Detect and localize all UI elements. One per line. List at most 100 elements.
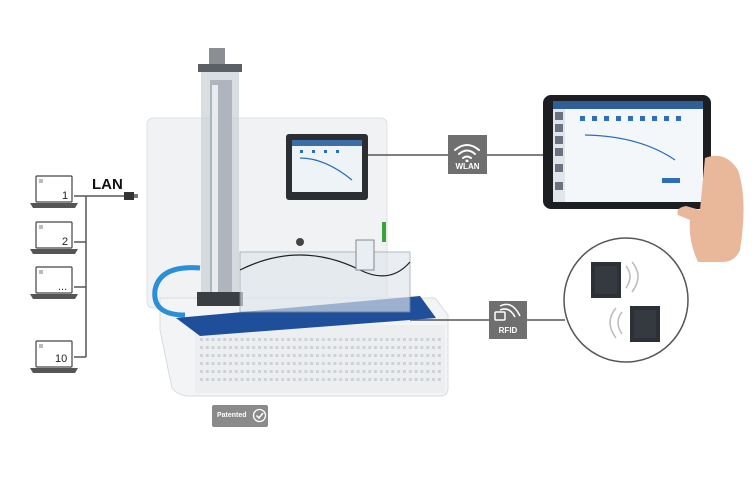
grill-hole [234, 362, 238, 365]
grill-hole [275, 378, 279, 381]
grill-hole [414, 354, 418, 357]
grill-hole [374, 354, 377, 357]
grill-hole [362, 370, 366, 373]
grill-hole [397, 346, 401, 349]
grill-hole [211, 346, 215, 349]
grill-hole [258, 378, 261, 381]
grill-hole [333, 346, 337, 349]
grill-hole [310, 346, 314, 349]
grill-hole [258, 362, 261, 365]
grill-hole [200, 378, 203, 381]
grill-hole [426, 370, 430, 373]
grill-hole [385, 378, 389, 381]
grill-hole [391, 346, 395, 349]
grill-hole [403, 378, 406, 381]
grill-hole [345, 338, 348, 341]
grill-hole [240, 354, 244, 357]
lan-plug-icon [124, 192, 138, 200]
grill-hole [362, 338, 366, 341]
grill-hole [275, 370, 279, 373]
grill-hole [379, 338, 383, 341]
grill-hole [217, 338, 221, 341]
grill-hole [310, 362, 314, 365]
grill-hole [217, 362, 221, 365]
rfid-icon [494, 303, 521, 321]
grill-hole [310, 370, 314, 373]
grill-hole [246, 338, 250, 341]
grill-hole [258, 346, 261, 349]
grill-hole [432, 370, 435, 373]
blue-hose [152, 265, 201, 318]
grill-hole [298, 378, 302, 381]
grill-hole [397, 370, 401, 373]
grill-hole [200, 346, 203, 349]
grill-hole [263, 354, 267, 357]
grill-hole [385, 338, 389, 341]
grill-hole [234, 338, 238, 341]
vertical-tank [197, 48, 243, 306]
laptop-number: 2 [62, 236, 69, 248]
grill-hole [298, 354, 302, 357]
laptop-number: ... [58, 281, 68, 293]
grill-hole [432, 346, 435, 349]
grill-hole [211, 338, 215, 341]
grill-hole [258, 338, 261, 341]
patent-label: Patented [217, 412, 247, 419]
grill-hole [316, 378, 319, 381]
grill-hole [281, 354, 285, 357]
grill-hole [316, 370, 319, 373]
lan-network-lines [74, 195, 125, 358]
grill-hole [420, 346, 424, 349]
grill-hole [397, 338, 401, 341]
grill-hole [304, 338, 308, 341]
grill-hole [287, 370, 290, 373]
grill-hole [298, 362, 302, 365]
grill-hole [356, 362, 360, 365]
grill-hole [414, 338, 418, 341]
grill-hole [240, 378, 244, 381]
grill-hole [321, 370, 325, 373]
tablet [543, 95, 711, 209]
grill-hole [252, 362, 256, 365]
rfid-reader-circle [563, 237, 689, 363]
grill-hole [339, 346, 343, 349]
grill-hole [292, 354, 296, 357]
grill-hole [339, 354, 343, 357]
grill-hole [223, 362, 227, 365]
grill-hole [379, 354, 383, 357]
grill-hole [321, 378, 325, 381]
laptop-icon [30, 340, 78, 373]
patent-badge: Patented [212, 405, 268, 427]
grill-hole [281, 338, 285, 341]
grill-hole [223, 378, 227, 381]
laptop-icon [30, 221, 78, 254]
grill-hole [432, 362, 435, 365]
grill-hole [298, 338, 302, 341]
grill-hole [321, 354, 325, 357]
grill-hole [403, 354, 406, 357]
laptop-icon [30, 175, 78, 208]
grill-hole [345, 354, 348, 357]
grill-hole [385, 346, 389, 349]
grill-hole [368, 378, 372, 381]
grill-hole [269, 338, 273, 341]
grill-hole [316, 354, 319, 357]
grill-hole [292, 362, 296, 365]
grill-hole [205, 354, 209, 357]
grill-hole [292, 370, 296, 373]
grill-hole [368, 354, 372, 357]
grill-hole [234, 378, 238, 381]
grill-hole [217, 346, 221, 349]
grill-hole [379, 378, 383, 381]
flow-channel [239, 222, 411, 313]
grill-hole [217, 378, 221, 381]
grill-hole [246, 346, 250, 349]
grill-hole [269, 354, 273, 357]
grill-hole [333, 338, 337, 341]
wifi-icon [454, 144, 480, 159]
grill-hole [275, 362, 279, 365]
grill-hole [246, 378, 250, 381]
grill-hole [362, 346, 366, 349]
grill-hole [281, 346, 285, 349]
grill-hole [339, 338, 343, 341]
